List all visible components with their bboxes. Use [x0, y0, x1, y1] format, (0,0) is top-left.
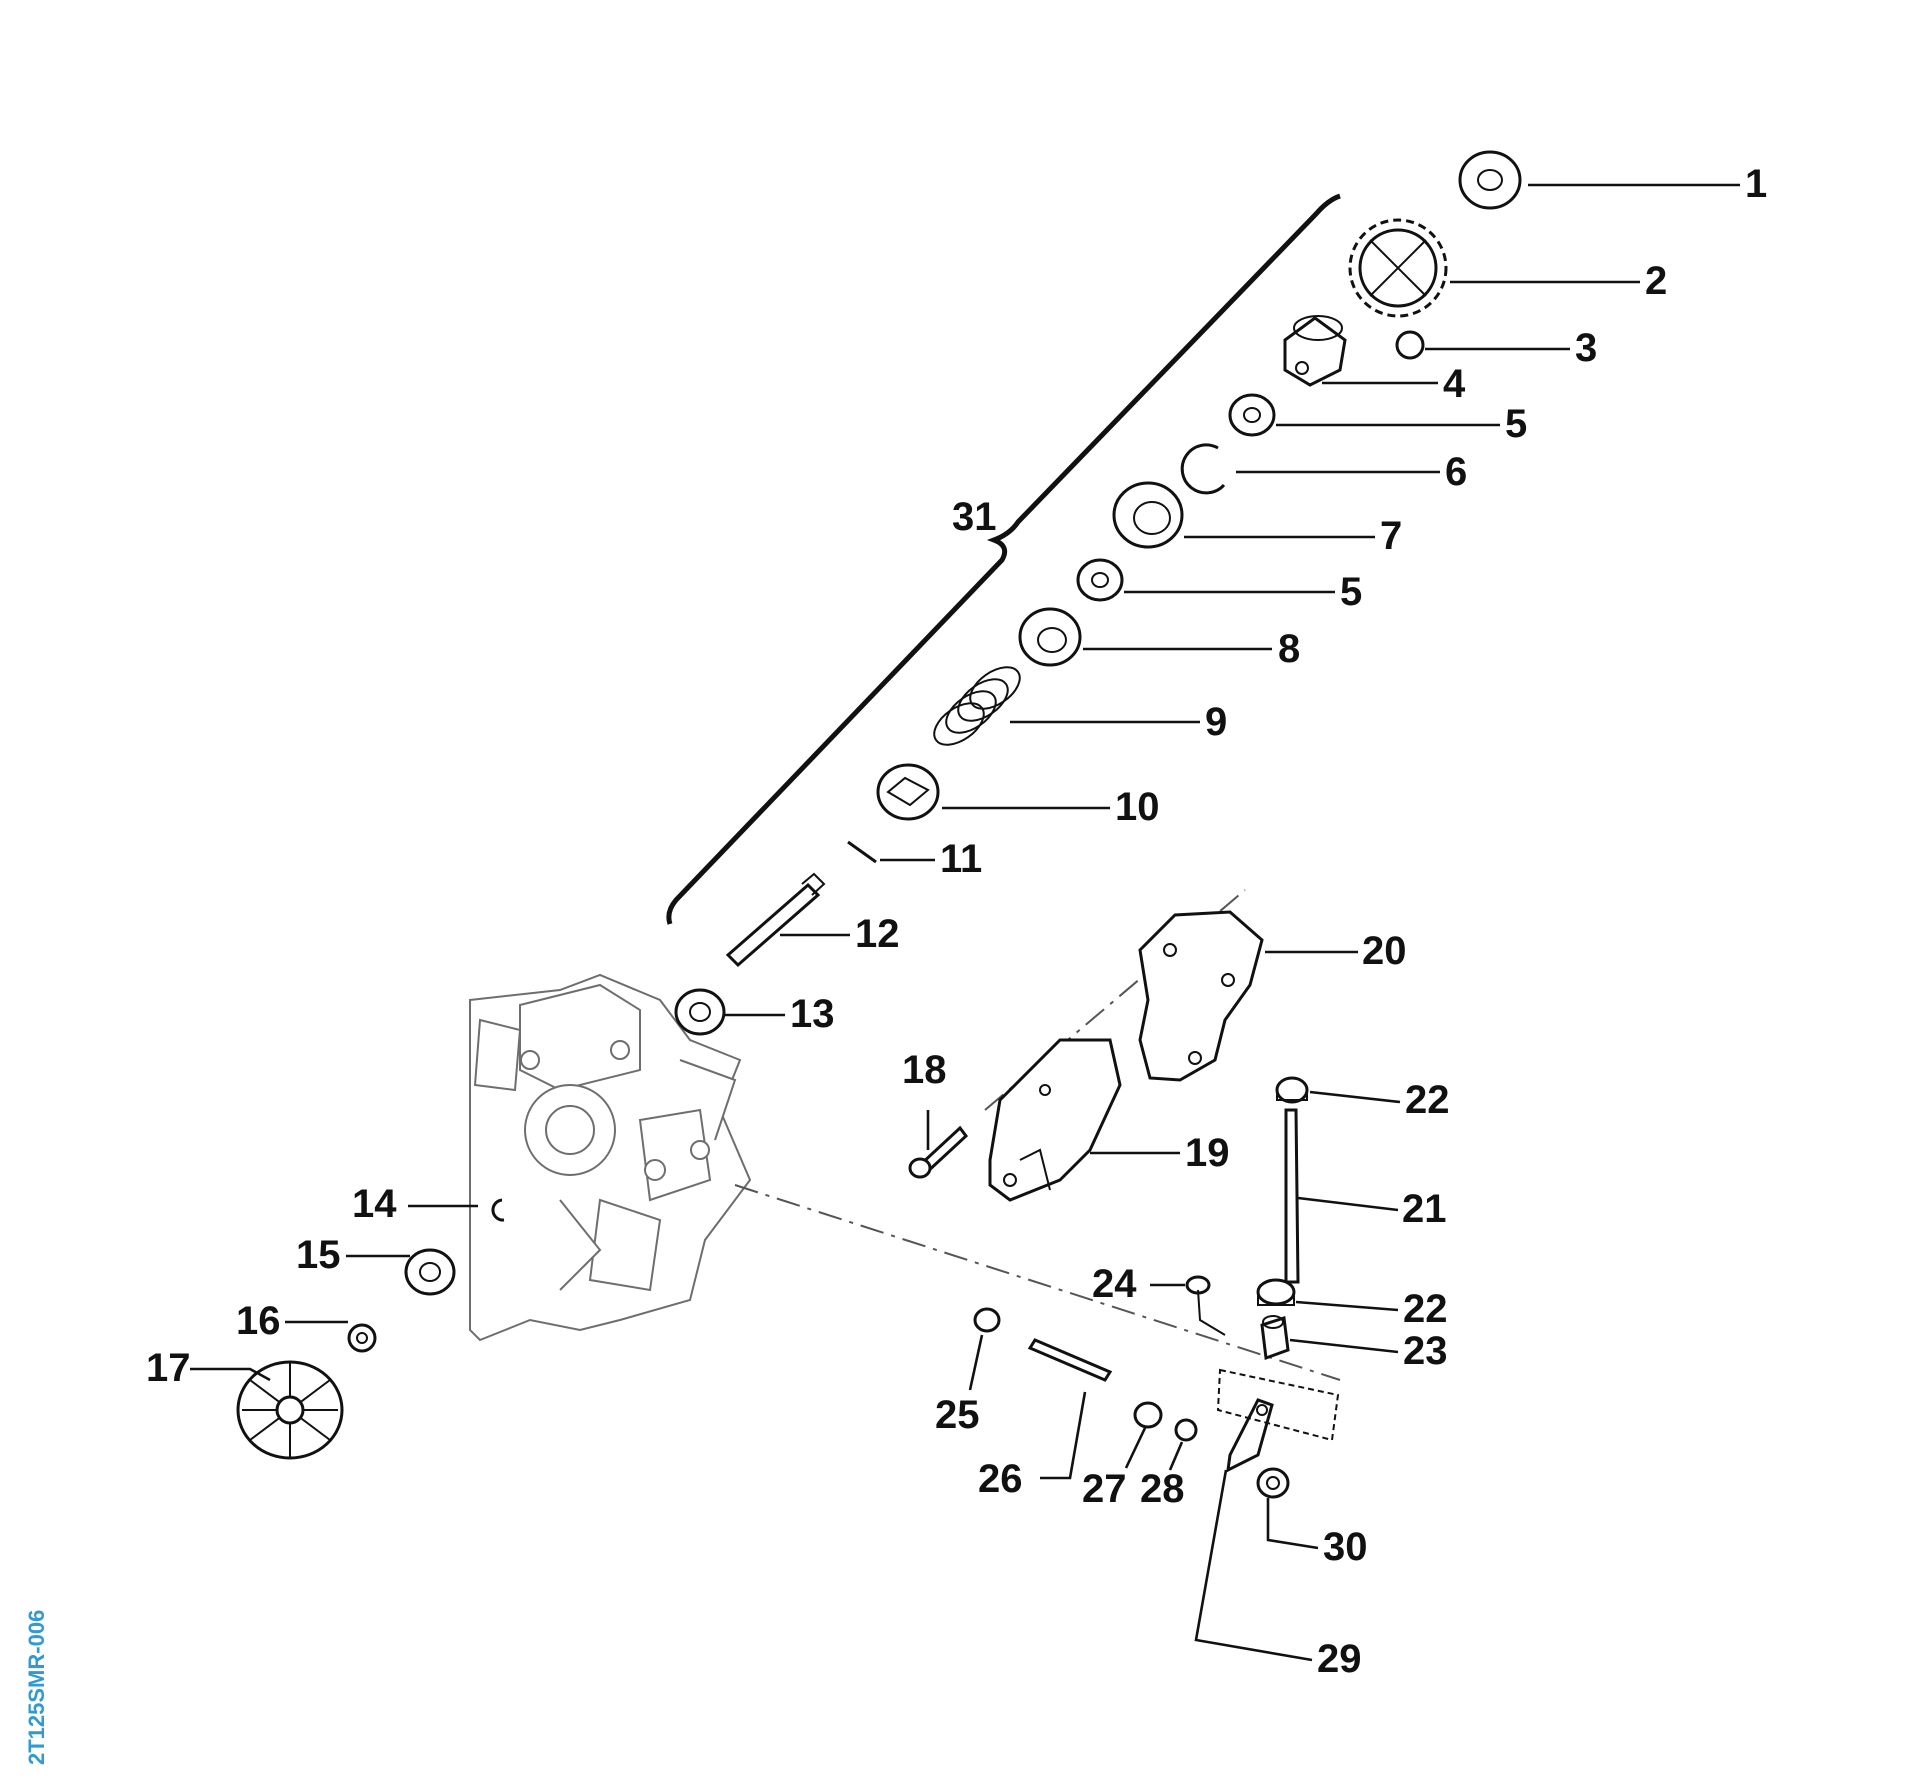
- assembly-bracket-31: [666, 193, 1341, 925]
- part-20-gasket: [1138, 910, 1264, 1082]
- part-27-bushing: [1133, 1401, 1163, 1429]
- callout-17: 17: [146, 1346, 191, 1390]
- part-23-fitting: [1260, 1315, 1290, 1361]
- part-15-washer: [404, 1248, 456, 1296]
- callout-15: 15: [296, 1233, 341, 1277]
- callout-31: 31: [952, 495, 997, 539]
- part-14-clip: [491, 1198, 505, 1222]
- callout-22-upper: 22: [1405, 1078, 1450, 1122]
- callout-8: 8: [1278, 627, 1300, 671]
- axis-line-shaft: [734, 1184, 1341, 1381]
- figure-code-text: 2T125SMR-006: [24, 1610, 49, 1765]
- part-13-bearing: [674, 988, 726, 1036]
- callout-1: 1: [1745, 162, 1767, 206]
- part-29-lever: [1226, 1398, 1274, 1473]
- part-28-washer: [1174, 1418, 1198, 1442]
- callout-2: 2: [1645, 259, 1667, 303]
- callout-3: 3: [1575, 326, 1597, 370]
- callout-28: 28: [1140, 1467, 1185, 1511]
- part-6-circlip: [1180, 443, 1226, 495]
- part-19-pump-cover: [988, 1038, 1122, 1202]
- part-3-ball: [1395, 330, 1425, 360]
- part-10-cap: [876, 763, 940, 821]
- callout-5-lower: 5: [1340, 570, 1362, 614]
- part-1-washer: [1458, 150, 1522, 210]
- callout-21: 21: [1402, 1187, 1447, 1231]
- part-11-pin: [847, 840, 877, 864]
- part-5-washer-upper: [1228, 393, 1276, 437]
- callout-26: 26: [978, 1457, 1023, 1501]
- part-30-nut: [1256, 1467, 1290, 1499]
- callout-22-lower: 22: [1403, 1287, 1448, 1331]
- callout-14: 14: [352, 1182, 397, 1226]
- part-18-screw: [908, 1125, 969, 1179]
- part-2-gear: [1348, 218, 1448, 318]
- callout-16: 16: [236, 1299, 281, 1343]
- part-16-nut: [347, 1323, 377, 1353]
- part-26-shaft: [1027, 1338, 1113, 1382]
- part-7-oil-seal: [1112, 481, 1184, 549]
- callout-13: 13: [790, 992, 835, 1036]
- callout-9: 9: [1205, 700, 1227, 744]
- part-8-seal: [1018, 607, 1082, 667]
- callout-18: 18: [902, 1048, 947, 1092]
- part-9-spring: [933, 666, 1021, 746]
- callout-4: 4: [1443, 362, 1466, 406]
- callout-6: 6: [1445, 450, 1467, 494]
- leader-lines: [190, 183, 1740, 1662]
- callout-12: 12: [855, 912, 900, 956]
- callout-11: 11: [940, 837, 982, 881]
- callout-23: 23: [1403, 1329, 1448, 1373]
- part-25-bushing: [973, 1307, 1001, 1333]
- callout-7: 7: [1380, 514, 1402, 558]
- callout-24: 24: [1092, 1262, 1137, 1306]
- crankcase-housing: [469, 973, 752, 1342]
- callout-20: 20: [1362, 929, 1407, 973]
- callout-10: 10: [1115, 785, 1160, 829]
- part-21-rod: [1284, 1108, 1300, 1284]
- cam-plate-outline: [1216, 1368, 1340, 1442]
- part-22-nut-upper: [1275, 1076, 1309, 1104]
- part-17-impeller: [236, 1360, 344, 1460]
- figure-code-label: 2T125SMR-006: [24, 1610, 49, 1765]
- part-24-elbow: [1185, 1275, 1226, 1336]
- callout-30: 30: [1323, 1525, 1368, 1569]
- part-12-shaft: [725, 872, 826, 968]
- part-5-washer-lower: [1076, 558, 1124, 602]
- callout-5-upper: 5: [1505, 402, 1527, 446]
- callout-27: 27: [1082, 1467, 1127, 1511]
- callout-29: 29: [1317, 1637, 1362, 1681]
- part-22-nut-lower: [1256, 1278, 1296, 1306]
- part-4-bushing: [1283, 315, 1347, 387]
- callout-19: 19: [1185, 1131, 1230, 1175]
- callout-25: 25: [935, 1393, 980, 1437]
